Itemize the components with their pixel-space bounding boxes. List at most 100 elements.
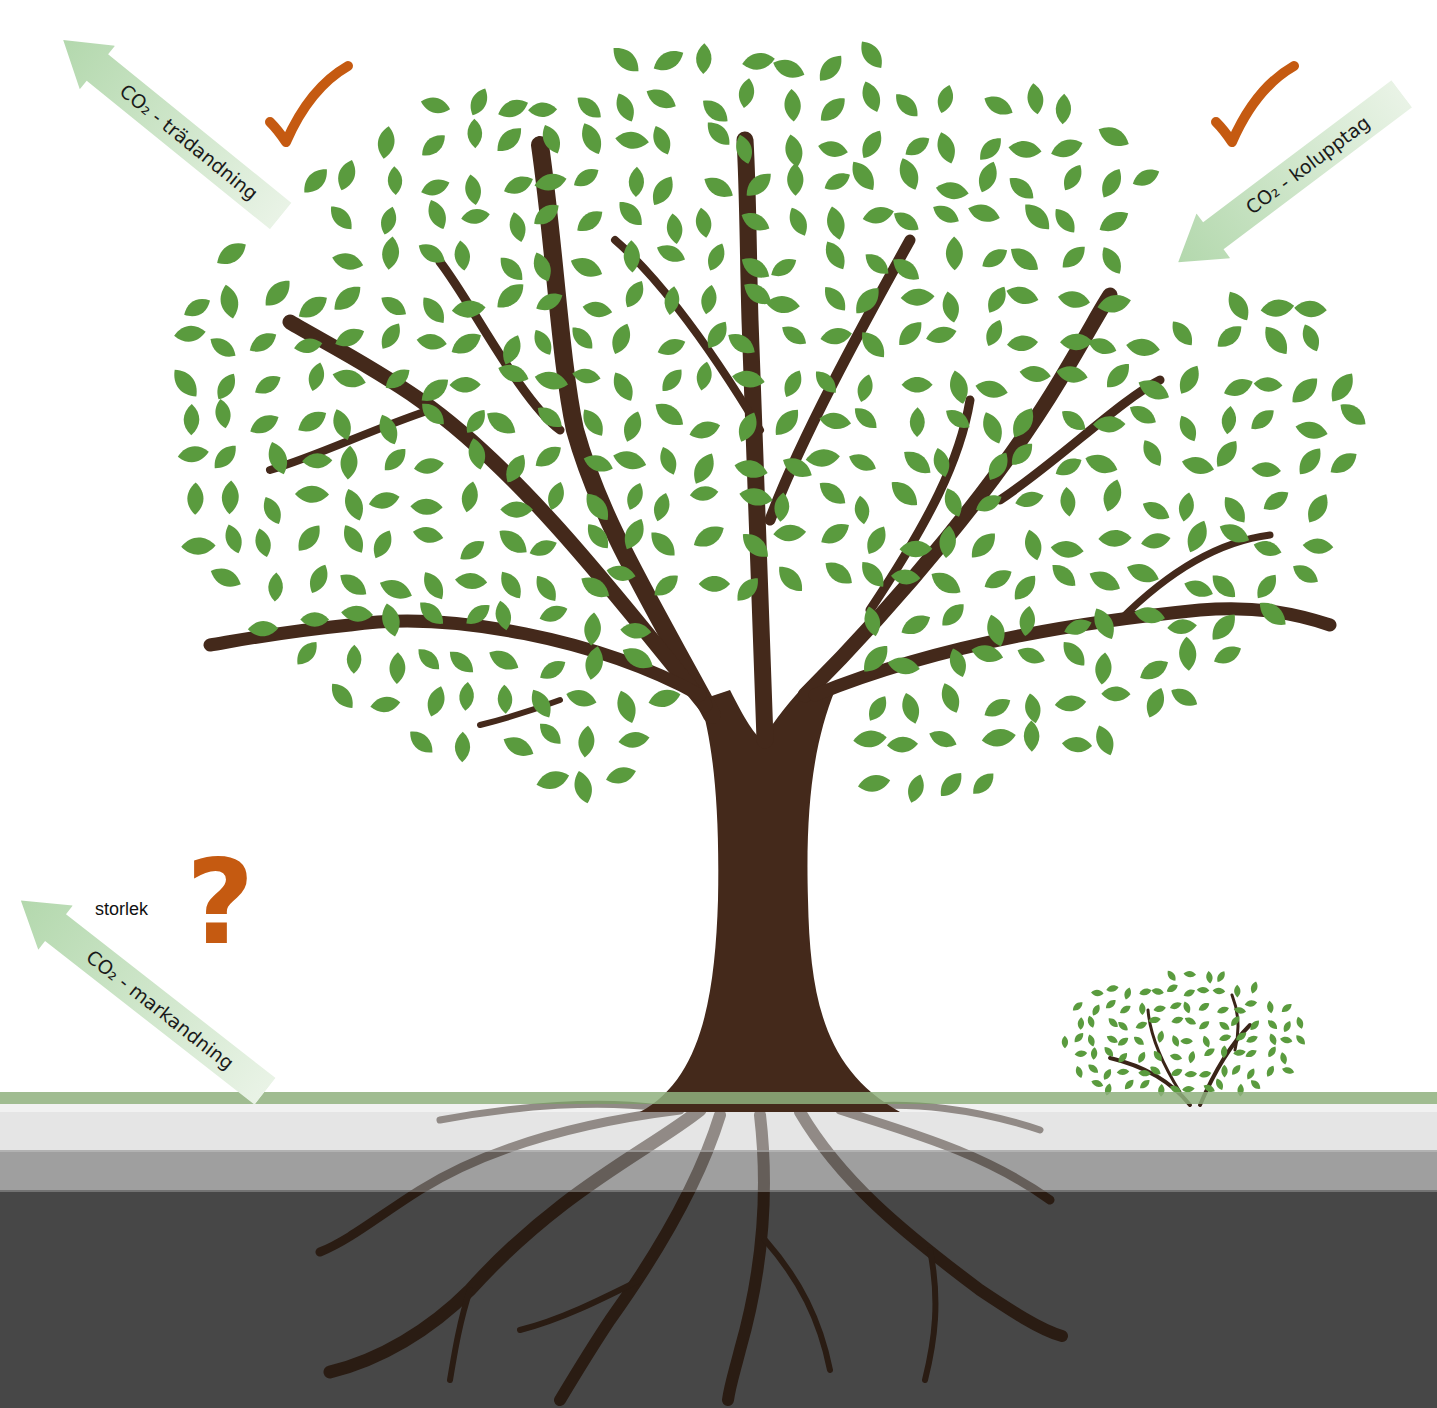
check-mark — [1216, 66, 1294, 142]
leaf — [1153, 1005, 1167, 1013]
leaf — [787, 163, 804, 196]
leaf — [1165, 982, 1179, 994]
leaf — [1169, 1000, 1183, 1011]
leaf — [1217, 1020, 1231, 1033]
leaf — [886, 476, 923, 511]
leaf — [582, 645, 606, 682]
leaf — [410, 498, 443, 515]
leaf — [983, 283, 1011, 316]
leaf — [858, 79, 885, 115]
leaf — [1279, 1051, 1288, 1065]
leaf — [418, 568, 448, 603]
leaf — [646, 527, 681, 562]
leaf — [924, 324, 958, 347]
leaf — [1074, 1050, 1087, 1058]
leaf — [453, 239, 472, 271]
leaf — [1302, 537, 1334, 554]
leaf — [413, 456, 445, 476]
leaf — [980, 727, 1017, 749]
leaf — [1086, 566, 1124, 596]
leaf — [1126, 401, 1159, 429]
leaf — [934, 180, 970, 202]
leaf — [819, 326, 853, 347]
leaf — [741, 168, 776, 202]
leaf — [1096, 206, 1133, 237]
leaf — [1287, 372, 1324, 408]
leaf — [899, 446, 936, 480]
leaf — [782, 133, 805, 169]
leaf — [767, 254, 799, 281]
leaf — [927, 567, 965, 600]
leaf — [336, 569, 371, 601]
leaf — [458, 681, 475, 711]
leaf — [853, 495, 871, 525]
leaf — [698, 95, 733, 128]
leaf — [1326, 448, 1361, 479]
leaf — [1071, 1000, 1085, 1013]
leaf — [347, 645, 362, 674]
leaf — [699, 284, 719, 316]
leaf — [1234, 985, 1241, 998]
leaf — [1169, 1052, 1183, 1061]
leaf — [699, 576, 730, 592]
leaf — [738, 208, 773, 235]
leaf — [1148, 1016, 1161, 1024]
leaf — [340, 486, 367, 523]
arrow-body — [46, 18, 299, 238]
leaf — [687, 418, 722, 443]
leaf — [623, 240, 640, 273]
leaf — [1182, 576, 1216, 601]
leaf — [217, 283, 241, 320]
leaf — [213, 398, 233, 430]
leaf — [737, 77, 757, 109]
leaf — [445, 646, 478, 678]
leaf — [655, 335, 688, 359]
leaf — [533, 171, 568, 194]
leaf — [1170, 1015, 1184, 1025]
leaf — [325, 202, 357, 235]
leaf — [369, 527, 397, 562]
leaf — [183, 404, 199, 436]
leaf — [861, 249, 893, 280]
leaf — [1182, 987, 1196, 998]
leaf — [894, 317, 927, 351]
leaf — [544, 479, 568, 512]
leaf — [665, 212, 684, 245]
leaf — [1219, 492, 1251, 527]
leaf — [819, 282, 850, 315]
leaf — [332, 324, 367, 351]
leaf — [1130, 165, 1162, 190]
leaf — [568, 253, 606, 282]
leaf — [501, 451, 531, 487]
leaf — [1018, 364, 1051, 384]
leaf — [1101, 686, 1130, 701]
leaf — [1180, 1038, 1193, 1045]
leaf — [1221, 375, 1256, 401]
leaf — [456, 536, 489, 565]
leaf — [1091, 989, 1104, 996]
leaf — [1136, 655, 1172, 684]
leaf — [983, 612, 1008, 648]
leaf — [1260, 297, 1296, 318]
co2-flow-arrow: CO₂ - trädandning — [46, 18, 299, 238]
leaf — [377, 292, 410, 321]
leaf — [455, 732, 471, 763]
leaf — [537, 602, 570, 626]
leaf — [1266, 1000, 1274, 1013]
leaf — [902, 377, 933, 393]
leaf — [1018, 605, 1037, 637]
leaf — [904, 772, 927, 805]
note-label: storlek — [95, 900, 148, 920]
leaf — [424, 197, 451, 232]
leaf — [702, 117, 735, 150]
leaf — [974, 159, 1001, 196]
leaf — [1170, 1067, 1184, 1078]
leaf — [690, 520, 728, 552]
leaf — [466, 85, 492, 118]
leaf — [611, 447, 649, 473]
leaf — [1022, 528, 1045, 563]
leaf — [1062, 1036, 1069, 1049]
leaf — [339, 445, 358, 480]
leaf — [1142, 685, 1169, 720]
leaf — [1248, 1019, 1261, 1033]
